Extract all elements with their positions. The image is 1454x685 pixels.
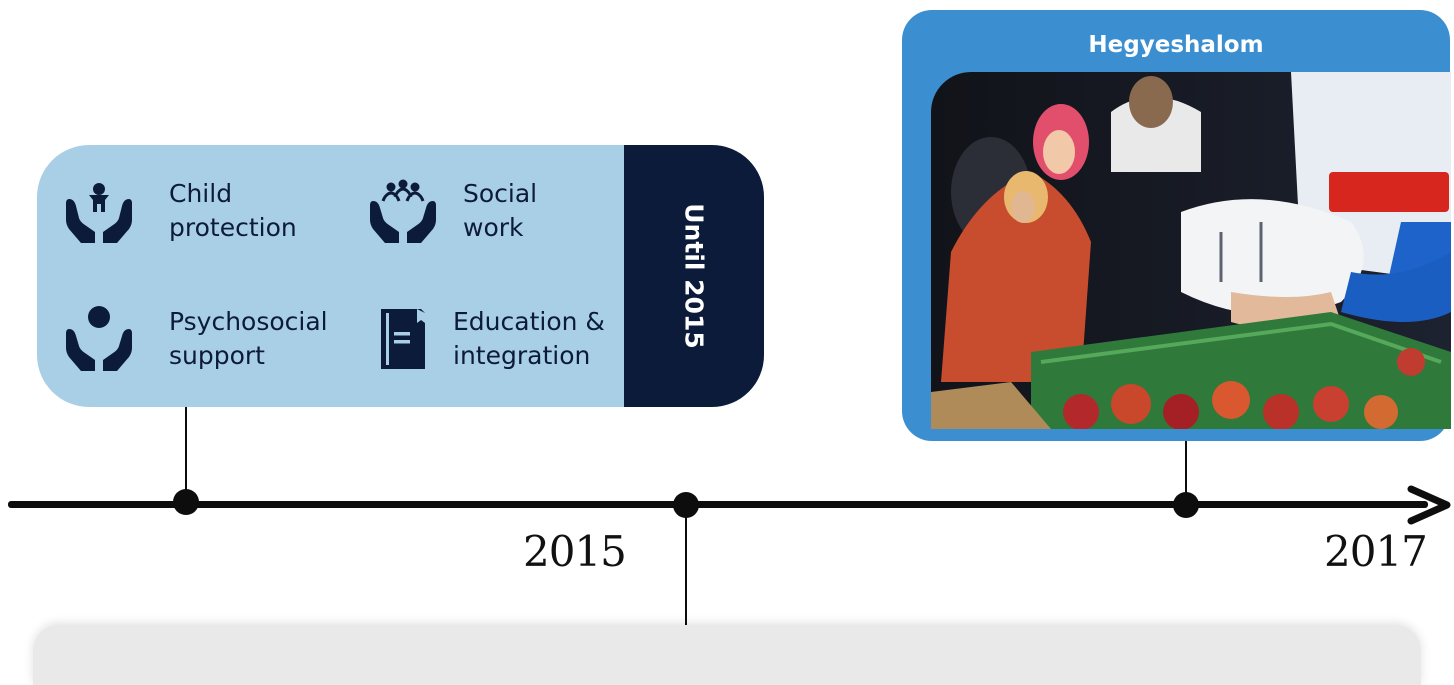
service-label: Social work	[463, 179, 538, 242]
document-icon	[381, 309, 425, 369]
timeline-marker	[173, 489, 199, 515]
photo-card: Hegyeshalom	[902, 10, 1451, 441]
photo-title: Hegyeshalom	[1088, 32, 1264, 58]
timeline-marker	[1173, 492, 1199, 518]
service-social-work: Social work	[367, 175, 537, 247]
hands-heart-people-icon	[370, 179, 436, 243]
service-label: Psychosocial support	[169, 307, 328, 370]
period-label: Until 2015	[679, 203, 709, 349]
timeline-marker	[673, 492, 699, 518]
photo-connector	[1185, 441, 1187, 503]
bottom-panel	[33, 625, 1421, 685]
service-psychosocial-support: Psychosocial support	[63, 303, 328, 375]
hands-person-icon	[66, 306, 132, 371]
bottom-connector	[685, 510, 687, 654]
year-label: 2017	[1324, 527, 1428, 576]
timeline-arrow-icon	[1407, 485, 1451, 525]
photo-illustration	[931, 72, 1451, 429]
timeline-axis	[8, 501, 1428, 508]
service-education-integration: Education & integration	[367, 303, 605, 375]
service-label: Education & integration	[453, 307, 605, 370]
year-label: 2015	[523, 527, 627, 576]
services-card: Child protection Social work Psychosocia…	[37, 145, 764, 407]
service-label: Child protection	[169, 179, 297, 242]
aid-distribution-photo	[931, 72, 1451, 429]
hands-child-icon	[66, 183, 132, 243]
service-child-protection: Child protection	[63, 175, 297, 247]
services-connector	[185, 407, 187, 499]
period-sidebar: Until 2015	[624, 145, 764, 407]
